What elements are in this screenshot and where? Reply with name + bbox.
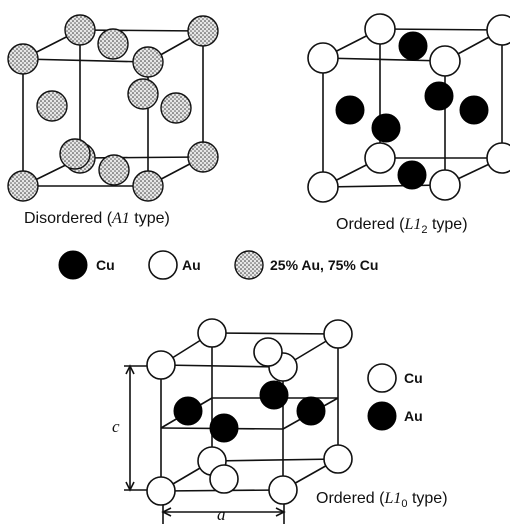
atoms-l12-au [307,13,510,203]
legend-cu-swatch [58,250,88,280]
dimension-a-label: a [217,505,226,524]
legend-mixed-label: 25% Au, 75% Cu [270,257,378,273]
atom-mixed [7,43,39,75]
atom-mixed [187,15,219,47]
atom-au [296,396,326,426]
atom-au [486,14,510,46]
atom-au [209,413,239,443]
caption-disordered: Disordered (A1 type) [24,210,170,227]
atom-cu [268,475,298,505]
legend-top: Cu Au 25% Au, 75% Cu [58,250,378,280]
legend-au-swatch [148,250,178,280]
atom-cu [371,113,401,143]
legend-au-label: Au [404,408,423,424]
atom-mixed [64,14,96,46]
atom-cu [146,350,176,380]
atom-au [486,142,510,174]
legend-cu-label: Cu [404,370,423,386]
atom-cu [424,81,454,111]
caption-ordered-l12: Ordered (L12 type) [336,216,468,236]
dimension-c-label: c [112,417,120,436]
atom-au [429,169,461,201]
atom-mixed [132,46,164,78]
caption-ordered-l10: Ordered (L10 type) [316,490,448,510]
atom-au [173,396,203,426]
atom-mixed [98,154,130,186]
atoms-l10-cu [146,318,353,506]
atom-au [364,13,396,45]
atom-au [429,45,461,77]
atom-au [259,380,289,410]
atom-au [307,42,339,74]
legend-bottom: Cu Au [367,363,423,431]
atoms-l10-au [173,380,326,443]
legend-mixed-swatch [234,250,264,280]
atom-cu [398,31,428,61]
atom-cu [459,95,489,125]
atom-au [307,171,339,203]
atom-mixed [7,170,39,202]
legend-cu-label: Cu [96,257,115,273]
legend-au-swatch [367,401,397,431]
legend-au-label: Au [182,257,201,273]
atom-mixed [127,78,159,110]
atom-mixed [187,141,219,173]
atom-mixed [36,90,68,122]
atom-cu [323,444,353,474]
atom-cu [209,464,239,494]
atoms-disordered [7,14,219,202]
atom-cu [253,337,283,367]
atom-mixed [97,28,129,60]
atom-mixed [160,92,192,124]
atoms-l12-cu [335,31,489,190]
atom-mixed [59,138,91,170]
atom-cu [397,160,427,190]
atom-mixed [132,170,164,202]
atom-au [364,142,396,174]
atom-cu [146,476,176,506]
atom-cu [197,318,227,348]
atom-cu [335,95,365,125]
legend-cu-swatch [367,363,397,393]
atom-cu [323,319,353,349]
